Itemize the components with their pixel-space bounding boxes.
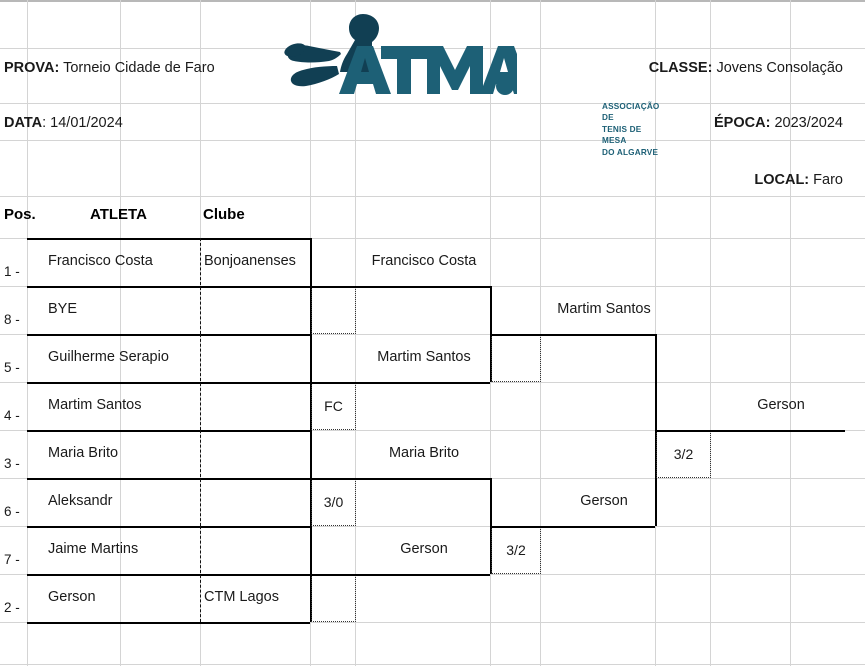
logo-sub-line-1: Associação de	[602, 102, 660, 123]
seed-number: 5 -	[4, 360, 20, 375]
r1-box-top	[27, 430, 310, 432]
gridline-vertical	[120, 0, 121, 666]
logo-sub-line-2: Tenis de Mesa	[602, 124, 642, 146]
local-field: LOCAL: Faro	[754, 173, 843, 188]
athlete-club-separator	[200, 430, 201, 526]
r1-box-middle	[27, 574, 310, 576]
player-name: Gerson	[48, 589, 96, 605]
atma-logo: Associação de Tenis de Mesa do Algarve	[277, 6, 659, 157]
prova-label: PROVA:	[4, 60, 60, 76]
athlete-club-separator	[200, 238, 201, 334]
classe-field: CLASSE: Jovens Consolação	[649, 61, 843, 76]
atma-logo-subtitle: Associação de Tenis de Mesa do Algarve	[602, 101, 660, 158]
atma-wordmark	[339, 46, 517, 95]
data-field: DATA: 14/01/2024	[4, 116, 123, 131]
logo-sub-line-3: do Algarve	[602, 147, 659, 157]
player-name: Jaime Martins	[48, 541, 139, 557]
atma-logo-graphic	[284, 14, 517, 95]
sf-winner-name: Martim Santos	[557, 301, 651, 317]
column-header-atleta: ATLETA	[90, 206, 147, 223]
r1-box-middle	[27, 382, 310, 384]
champion-name: Gerson	[757, 397, 805, 413]
final-winner-rule	[655, 430, 845, 432]
seed-number: 3 -	[4, 456, 20, 471]
r1-box-top	[27, 526, 310, 528]
gridline-vertical	[655, 0, 656, 666]
gridline-horizontal	[0, 103, 865, 104]
player-silhouette-icon	[284, 14, 379, 87]
gridline-horizontal	[0, 526, 865, 527]
local-label: LOCAL:	[754, 172, 810, 188]
epoca-value: 2023/2024	[774, 115, 843, 131]
qf-score-cell	[311, 286, 356, 334]
sf-box-top	[490, 334, 655, 336]
gridline-vertical	[790, 0, 791, 666]
sf-box-bottom	[490, 526, 655, 528]
player-name: Maria Brito	[48, 445, 119, 461]
athlete-club-separator	[200, 334, 201, 430]
column-header-pos: Pos.	[4, 206, 36, 223]
data-value: : 14/01/2024	[42, 115, 123, 131]
qf-box-bottom	[310, 574, 490, 576]
player-name: BYE	[48, 301, 78, 317]
qf-score-cell: FC	[311, 382, 356, 430]
classe-value: Jovens Consolação	[716, 60, 843, 76]
player-name: Aleksandr	[48, 493, 113, 509]
sheet-top-edge	[0, 0, 865, 2]
qf-winner-name: Gerson	[400, 541, 448, 557]
final-score-cell: 3/2	[656, 430, 711, 478]
player-name: Francisco Costa	[48, 253, 153, 269]
player-name: Guilherme Serapio	[48, 349, 169, 365]
prova-value: Torneio Cidade de Faro	[63, 60, 215, 76]
r1-box-top	[27, 334, 310, 336]
sf-score-cell: 3/2	[491, 526, 541, 574]
qf-score-cell: 3/0	[311, 478, 356, 526]
seed-number: 1 -	[4, 264, 20, 279]
gridline-vertical	[710, 0, 711, 666]
gridline-horizontal	[0, 664, 865, 665]
gridline-horizontal	[0, 334, 865, 335]
data-label: DATA	[4, 115, 43, 131]
qf-score-cell	[311, 574, 356, 622]
sf-winner-name: Gerson	[580, 493, 628, 509]
gridline-horizontal	[0, 430, 865, 431]
gridline-vertical	[27, 0, 28, 666]
qf-winner-name: Martim Santos	[377, 349, 471, 365]
prova-field: PROVA: Torneio Cidade de Faro	[4, 61, 215, 76]
column-header-clube: Clube	[203, 206, 245, 223]
epoca-field: ÉPOCA: 2023/2024	[714, 116, 843, 131]
r1-box-top	[27, 238, 310, 240]
seed-number: 8 -	[4, 312, 20, 327]
gridline-horizontal	[0, 238, 865, 239]
local-value: Faro	[813, 172, 843, 188]
epoca-label: ÉPOCA:	[714, 115, 771, 131]
athlete-club-separator	[200, 526, 201, 622]
gridline-horizontal	[0, 622, 865, 623]
player-name: Martim Santos	[48, 397, 142, 413]
qf-winner-name: Francisco Costa	[371, 253, 477, 269]
gridline-horizontal	[0, 196, 865, 197]
gridline-horizontal	[0, 140, 865, 141]
seed-number: 6 -	[4, 504, 20, 519]
qf-box-bottom	[310, 382, 490, 384]
sf-score-cell	[491, 334, 541, 382]
seed-number: 7 -	[4, 552, 20, 567]
player-club: Bonjoanenses	[204, 253, 296, 269]
player-club: CTM Lagos	[204, 589, 279, 605]
qf-winner-name: Maria Brito	[388, 445, 460, 461]
r1-box-bottom	[27, 622, 310, 624]
r1-box-middle	[27, 478, 310, 480]
r1-box-middle	[27, 286, 310, 288]
seed-number: 2 -	[4, 600, 20, 615]
gridline-vertical	[540, 0, 541, 666]
seed-number: 4 -	[4, 408, 20, 423]
qf-box-top	[310, 286, 490, 288]
classe-label: CLASSE:	[648, 60, 713, 76]
qf-box-top	[310, 478, 490, 480]
